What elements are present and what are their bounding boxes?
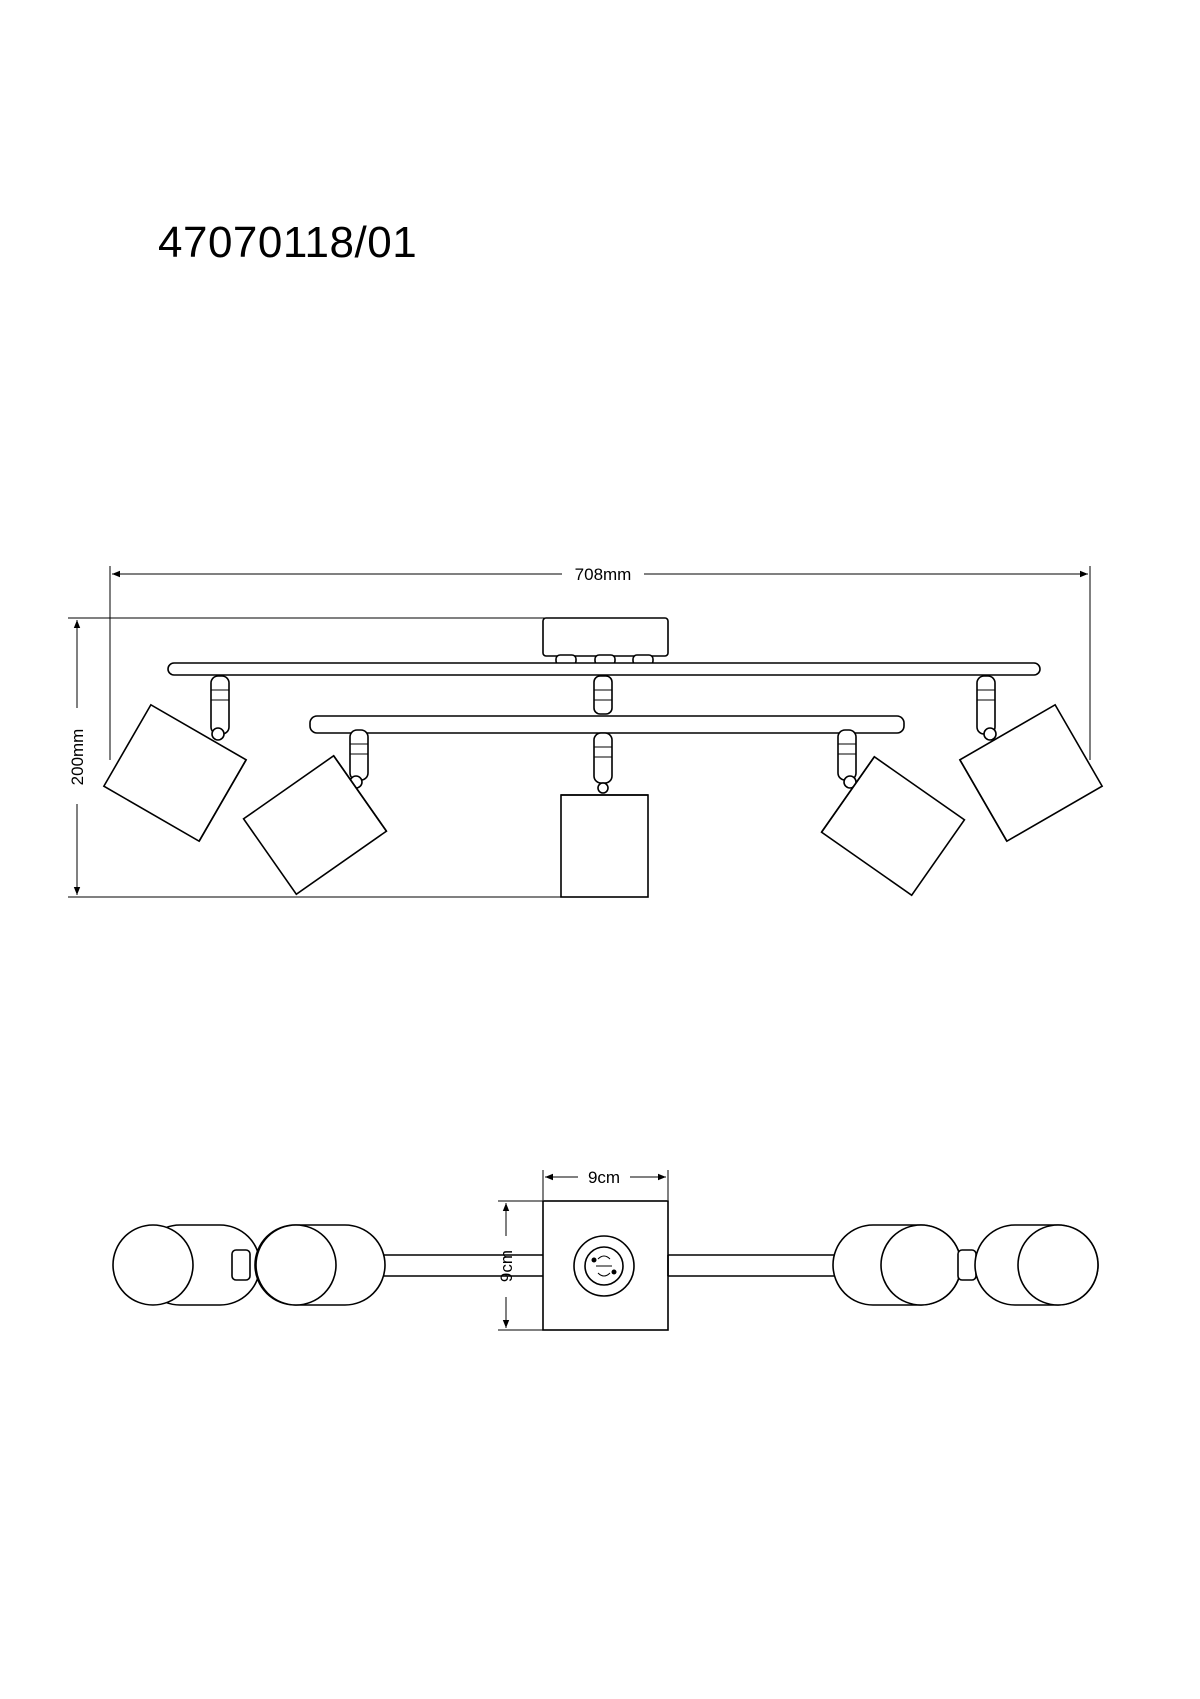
lower-bar: [309, 715, 905, 734]
spotlight-inner-right: [820, 729, 966, 897]
height-label: 200mm: [68, 729, 87, 786]
upper-bar: [167, 662, 1041, 676]
top-view: 9cm 9cm: [112, 1168, 1099, 1331]
spotlight-center: [560, 732, 649, 898]
top-spot-outer-right: [974, 1224, 1099, 1306]
width-dimension: 708mm: [109, 565, 1091, 760]
base-plate: [542, 1200, 669, 1331]
ceiling-canopy: [542, 617, 669, 666]
center-joint: [593, 675, 613, 715]
spotlight-outer-right: [958, 675, 1104, 843]
top-spot-inner-right: [832, 1224, 977, 1306]
top-bar: [380, 1254, 835, 1277]
model-number: 47070118/01: [158, 218, 418, 267]
base-width-dimension: 9cm: [542, 1168, 669, 1200]
spotlight-outer-left: [102, 675, 248, 843]
width-label: 708mm: [575, 565, 632, 584]
base-height-label: 9cm: [497, 1250, 516, 1282]
height-dimension: 200mm: [68, 617, 580, 898]
top-spot-inner-left: [254, 1224, 386, 1306]
base-height-dimension: 9cm: [497, 1200, 543, 1331]
base-width-label: 9cm: [588, 1168, 620, 1187]
spotlight-inner-left: [242, 729, 388, 896]
top-spot-outer-left: [112, 1224, 261, 1306]
side-view: 708mm 200mm: [68, 565, 1104, 898]
